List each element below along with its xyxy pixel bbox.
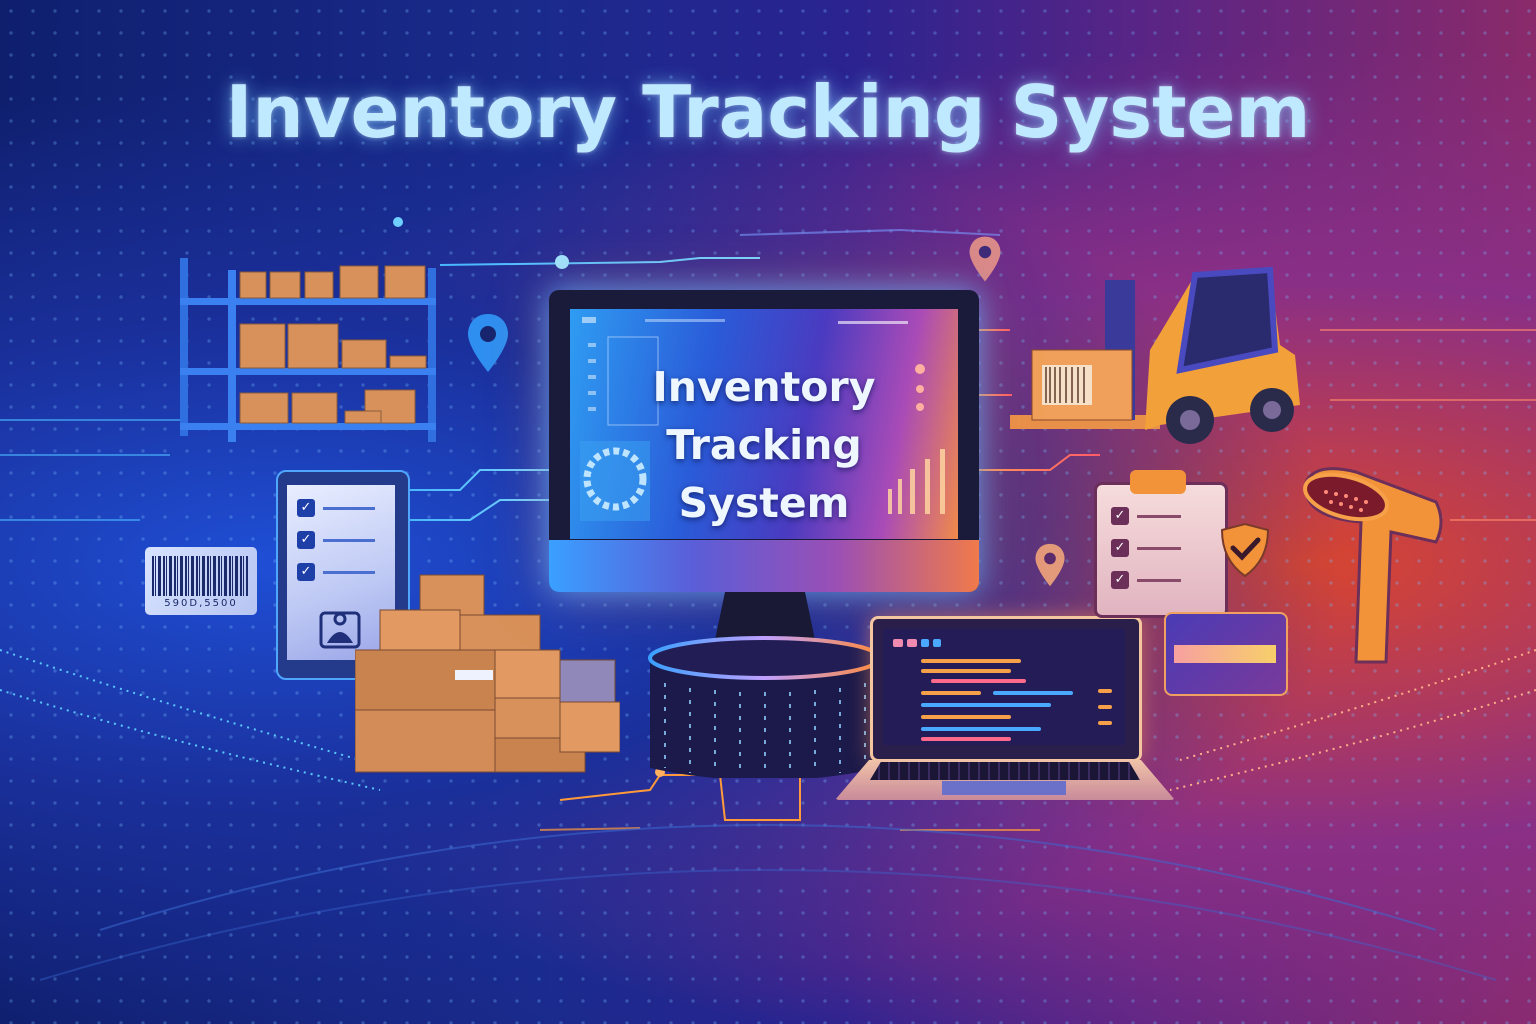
- screen-title-line: Inventory: [652, 363, 876, 411]
- card-stripe: [1174, 645, 1276, 663]
- checklist-row: ✓: [1111, 571, 1211, 589]
- laptop-keyboard: [870, 762, 1140, 780]
- tag-icon: [319, 611, 361, 649]
- location-pin-icon: [468, 314, 508, 372]
- barcode-bars: [152, 556, 248, 596]
- checkbox-checked-icon: ✓: [1111, 507, 1129, 525]
- checklist-row: ✓: [297, 531, 385, 549]
- page-title: Inventory Tracking System: [225, 70, 1311, 154]
- clipboard-checklist-icon: ✓ ✓ ✓: [1094, 482, 1228, 618]
- monitor-screen: [570, 309, 958, 539]
- checklist-row: ✓: [297, 563, 385, 581]
- laptop-screen: [883, 629, 1125, 745]
- monitor-screen-title: Inventory Tracking System: [570, 358, 958, 532]
- monitor-chin: [549, 540, 979, 592]
- screen-title-line: System: [678, 479, 850, 527]
- clipboard-clip: [1130, 470, 1186, 494]
- location-pin-icon: [969, 236, 1001, 282]
- checkbox-checked-icon: ✓: [297, 563, 315, 581]
- shield-check-icon: [1220, 522, 1270, 578]
- location-pin-icon: [1035, 543, 1065, 587]
- checkbox-checked-icon: ✓: [1111, 539, 1129, 557]
- dashboard-graphics: [580, 317, 945, 521]
- checkbox-checked-icon: ✓: [297, 531, 315, 549]
- monitor-stand: [715, 592, 815, 640]
- barcode-number: 590D,5500: [164, 598, 238, 609]
- checklist-row: ✓: [297, 499, 385, 517]
- warehouse-shelf-icon: [180, 258, 436, 442]
- server-pedestal-icon: [648, 636, 882, 778]
- screen-title-line: Tracking: [666, 421, 862, 469]
- boxes-stack-icon: [355, 574, 620, 773]
- checklist-row: ✓: [1111, 539, 1211, 557]
- tablet-screen: ✓ ✓ ✓: [287, 485, 395, 660]
- forklift-icon: [1010, 266, 1300, 444]
- checkbox-checked-icon: ✓: [1111, 571, 1129, 589]
- checklist-row: ✓: [1111, 507, 1211, 525]
- checkbox-checked-icon: ✓: [297, 499, 315, 517]
- barcode-scanner-icon: [1303, 467, 1443, 664]
- laptop-trackpad: [942, 781, 1066, 795]
